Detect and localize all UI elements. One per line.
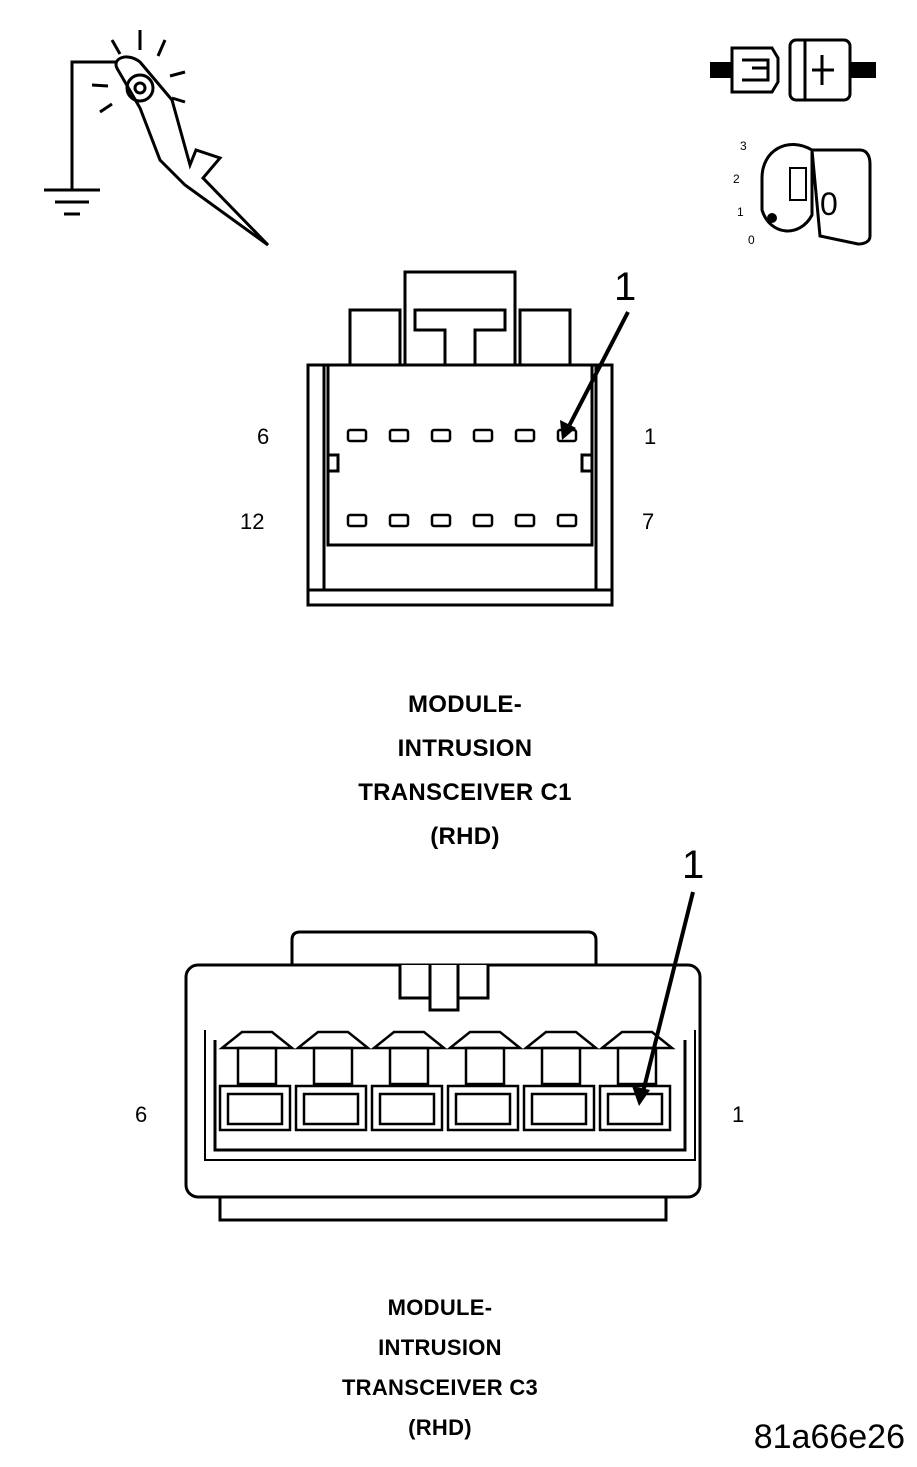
key-position-1: 1 bbox=[737, 205, 744, 219]
c3-callout-number: 1 bbox=[682, 843, 704, 887]
c3-terminal-1 bbox=[598, 1030, 676, 1132]
key-position-0: 0 bbox=[748, 233, 755, 247]
disconnect-connector-icon bbox=[710, 38, 876, 102]
caption-line: INTRUSION bbox=[397, 735, 533, 762]
c1-pin-label-6: 6 bbox=[257, 424, 269, 449]
c3-pin-label-6: 6 bbox=[135, 1102, 147, 1127]
c3-callout-arrow bbox=[641, 891, 695, 1093]
c1-cavity-row-top bbox=[346, 428, 578, 443]
c3-terminal-4 bbox=[370, 1030, 448, 1132]
c3-terminal-row bbox=[218, 1030, 676, 1132]
c1-pin-label-7: 7 bbox=[642, 509, 654, 534]
caption-line: INTRUSION bbox=[378, 1335, 502, 1360]
key-letter: 0 bbox=[820, 186, 838, 222]
key-position-3: 3 bbox=[740, 139, 747, 153]
caption-line: MODULE- bbox=[407, 691, 523, 718]
caption-line: (RHD) bbox=[408, 1415, 472, 1440]
caption-line: (RHD) bbox=[430, 823, 500, 850]
connector-c1-caption: MODULE- INTRUSION TRANSCEIVER C1 (RHD) bbox=[300, 690, 630, 866]
key-position-2: 2 bbox=[733, 172, 740, 186]
ignition-key-icon: 3 2 1 0 0 bbox=[733, 139, 872, 247]
caption-line: MODULE- bbox=[387, 1295, 493, 1320]
caption-line: TRANSCEIVER C3 bbox=[341, 1375, 539, 1400]
c3-pin-label-1: 1 bbox=[732, 1102, 744, 1127]
caption-line: TRANSCEIVER C1 bbox=[358, 779, 572, 806]
connector-c3 bbox=[184, 891, 702, 1222]
c3-terminal-5 bbox=[294, 1030, 372, 1132]
figure-id: 81a66e26 bbox=[753, 1418, 905, 1456]
connector-c1 bbox=[306, 270, 630, 607]
c3-terminal-3 bbox=[446, 1030, 524, 1132]
connector-c3-caption: MODULE- INTRUSION TRANSCEIVER C3 (RHD) bbox=[270, 1295, 610, 1455]
c1-cavity-row-bottom bbox=[346, 513, 578, 528]
c1-callout-number: 1 bbox=[614, 265, 636, 309]
c3-terminal-2 bbox=[522, 1030, 600, 1132]
c3-terminal-6 bbox=[218, 1030, 296, 1132]
c1-callout-arrow bbox=[566, 311, 630, 429]
test-light-probe-ground-icon bbox=[44, 30, 270, 247]
c1-pin-label-1: 1 bbox=[644, 424, 656, 449]
c1-pin-label-12: 12 bbox=[240, 509, 264, 534]
